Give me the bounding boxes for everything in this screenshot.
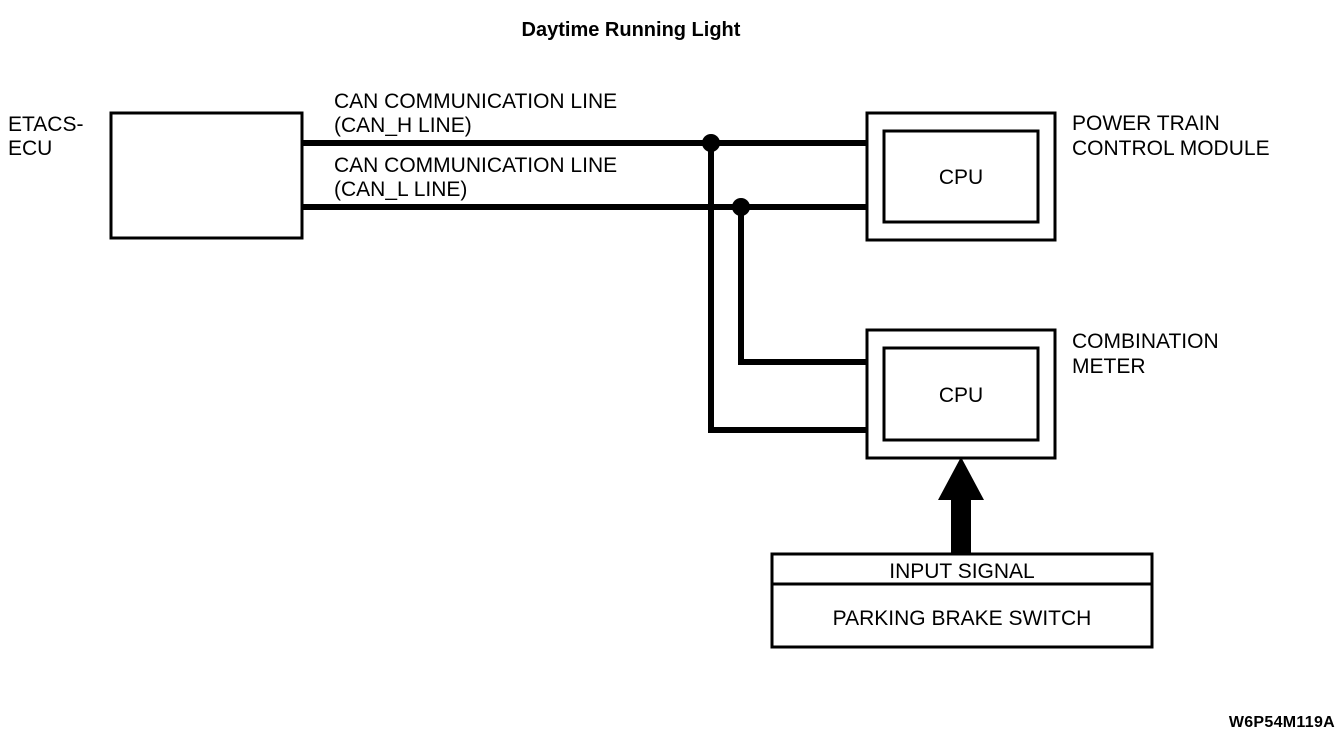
can-l-branch-wire (738, 207, 884, 365)
combination-meter-label-line2: METER (1072, 355, 1146, 378)
can-h-label-line1: CAN COMMUNICATION LINE (334, 90, 617, 113)
power-train-cpu-label: CPU (939, 166, 983, 189)
power-train-label-line2: CONTROL MODULE (1072, 137, 1270, 160)
etacs-ecu-label-line1: ETACS- (8, 113, 83, 136)
can-l-label-line2: (CAN_L LINE) (334, 178, 467, 201)
input-signal-header: INPUT SIGNAL (889, 560, 1034, 583)
combination-meter-cpu-box (882, 346, 1040, 442)
page-title: Daytime Running Light (522, 19, 741, 41)
parking-brake-switch-label: PARKING BRAKE SWITCH (833, 607, 1092, 630)
power-train-label-line1: POWER TRAIN (1072, 112, 1220, 135)
can-l-label-line1: CAN COMMUNICATION LINE (334, 154, 617, 177)
reference-code: W6P54M119A (1229, 714, 1335, 731)
can-h-label-line2: (CAN_H LINE) (334, 114, 472, 137)
can-h-junction-dot (702, 134, 720, 152)
power-train-cpu-box (882, 129, 1040, 224)
can-h-branch-wire (708, 143, 884, 433)
combination-meter-label-line1: COMBINATION (1072, 330, 1219, 353)
combination-meter-cpu-label: CPU (939, 384, 983, 407)
input-signal-arrow-icon (938, 457, 984, 556)
parking-brake-switch-box (770, 552, 1154, 649)
etacs-ecu-label-line2: ECU (8, 137, 52, 160)
can-l-junction-dot (732, 198, 750, 216)
etacs-ecu-box (109, 111, 304, 240)
